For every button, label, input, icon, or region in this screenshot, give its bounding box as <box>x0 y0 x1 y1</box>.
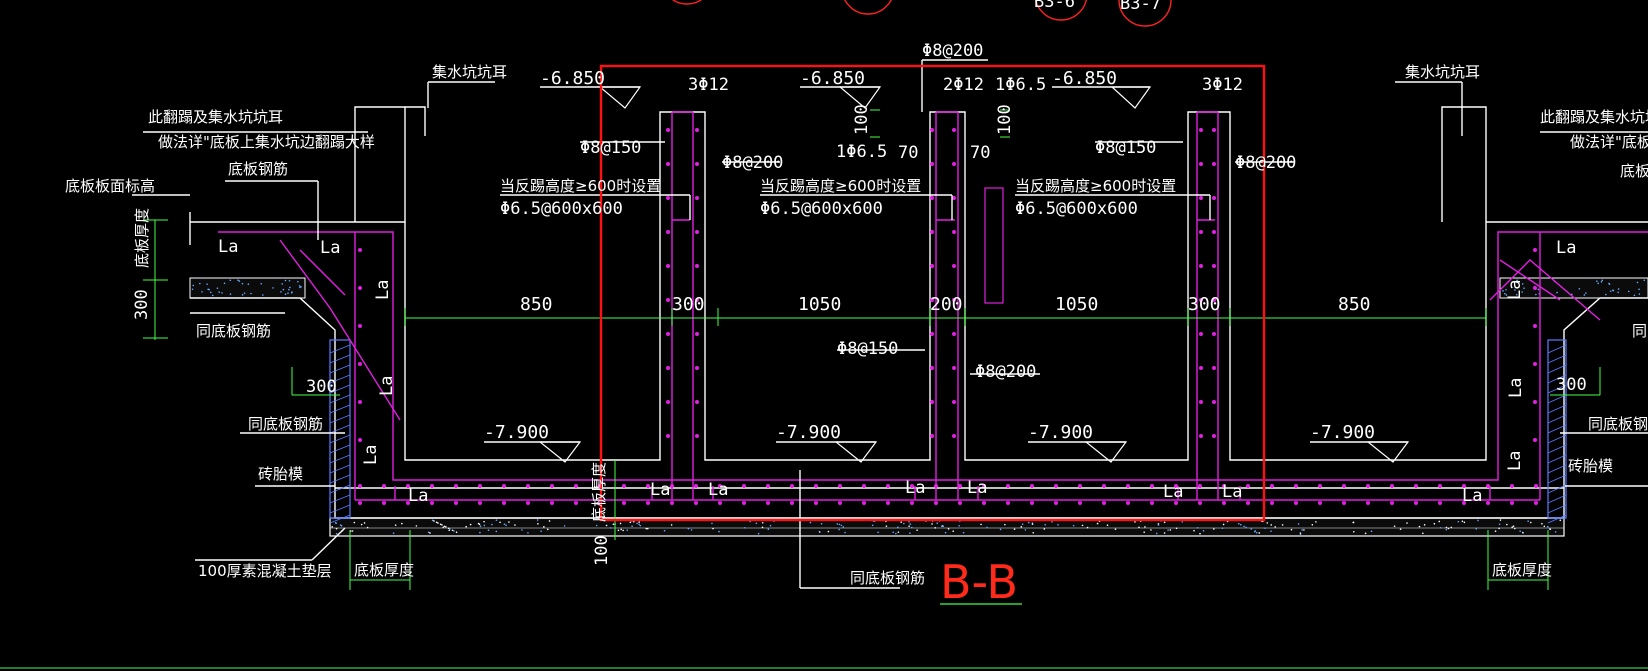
elevation-top-1: -6.850 <box>540 68 605 89</box>
brick-mould-walls <box>329 339 1567 519</box>
dimension-value: 300 <box>1188 294 1221 315</box>
la-labels: La La La La La La La La La La La La La L… <box>218 237 1576 506</box>
elevation-top-2: -6.850 <box>800 68 865 89</box>
la-label: La <box>373 280 393 300</box>
header-circles: B3-6 B3-7 <box>671 0 1172 27</box>
label-slab-top-left: 底板板面标高 <box>65 177 155 195</box>
elevation-top-3: -6.850 <box>1052 68 1117 89</box>
rebar-dots <box>358 128 1538 505</box>
label-detail2-right: 做法详"底板上集 <box>1570 133 1648 151</box>
la-label: La <box>1505 451 1525 471</box>
note-condition-3: 当反踢高度≥600时设置 <box>1015 177 1176 195</box>
rebar-label-hundred-left: 100 <box>852 104 872 135</box>
label-same-rebar-left-b: 同底板钢筋 <box>248 415 323 433</box>
la-label: La <box>1506 378 1526 398</box>
rebar-label-side-left2: Φ8@200 <box>722 153 783 173</box>
leader-lines <box>132 59 1648 589</box>
rebar-label-top-center: Φ8@200 <box>922 41 983 61</box>
rebar-label-mid-hook: 1Φ6.5 <box>836 142 887 162</box>
rebar-label-side-right2: Φ8@200 <box>1235 153 1296 173</box>
la-label: La <box>1505 280 1525 300</box>
note-spec-2: Φ6.5@600x600 <box>760 199 883 219</box>
label-cushion: 100厚素混凝土垫层 <box>198 562 332 580</box>
label-100-bottom: 100 <box>592 535 612 566</box>
rebar-label-top-left: 3Φ12 <box>688 75 729 95</box>
dimension-value: 1050 <box>798 294 841 315</box>
note-spec-1: Φ6.5@600x600 <box>500 199 623 219</box>
elevation-bottom-1: -7.900 <box>484 422 549 443</box>
dimension-value: 200 <box>930 294 963 315</box>
la-label: La <box>905 478 925 498</box>
dimension-values: 850 300 1050 200 1050 300 850 <box>520 294 1371 315</box>
label-300-vertical-left: 300 <box>132 289 152 320</box>
rebar-label-seventy-right: 70 <box>970 143 990 163</box>
dimension-value: 850 <box>520 294 553 315</box>
label-brick-right: 砖胎模 <box>1568 457 1613 475</box>
highlight-box[interactable] <box>599 64 1266 522</box>
dimension-line <box>143 109 1601 590</box>
label-300-left: 300 <box>306 377 337 397</box>
dimension-value: 850 <box>1338 294 1371 315</box>
la-label: La <box>218 237 238 257</box>
la-label: La <box>1556 238 1576 258</box>
concrete-outline <box>189 106 1648 519</box>
dimension-value: 1050 <box>1055 294 1098 315</box>
section-title: B-B <box>940 555 1018 609</box>
label-detail2-left: 做法详"底板上集水坑边翻蹋大样 <box>158 133 375 151</box>
cushion-speckles <box>191 279 1646 535</box>
rebar-label-mid-vert1: Φ8@150 <box>837 339 898 359</box>
label-same-rebar-right-b: 同底板钢筋 <box>1588 415 1648 433</box>
circle-label-2: B3-7 <box>1120 0 1161 14</box>
elevation-bottom-4: -7.900 <box>1310 422 1375 443</box>
rebar-label-top-right: 3Φ12 <box>1202 75 1243 95</box>
label-300-right: 300 <box>1556 375 1587 395</box>
label-same-rebar-left: 同底板钢筋 <box>196 322 271 340</box>
la-label: La <box>650 480 670 500</box>
label-slab-rebar-right: 底板钢 <box>1620 162 1648 180</box>
label-same-rebar-bottom: 同底板钢筋 <box>850 569 925 587</box>
label-sump-ear-right: 集水坑坑耳 <box>1405 63 1480 81</box>
note-condition-2: 当反踢高度≥600时设置 <box>760 177 921 195</box>
rebar-label-top-mid-extra: 1Φ6.5 <box>995 75 1046 95</box>
rebar-label-top-mid: 2Φ12 <box>943 75 984 95</box>
label-brick-left: 砖胎模 <box>258 465 303 483</box>
label-slab-rebar-left: 底板钢筋 <box>228 160 288 178</box>
rebar-label-side-left: Φ8@150 <box>580 138 641 158</box>
la-label: La <box>361 445 381 465</box>
label-slab-thick-vertical-bottom: 底板厚度 <box>590 462 608 522</box>
la-label: La <box>1462 486 1482 506</box>
label-slab-thick-left: 底板厚度 <box>354 561 414 579</box>
brick-hatching <box>329 344 1567 524</box>
elevation-bottom-2: -7.900 <box>776 422 841 443</box>
la-label: La <box>408 486 428 506</box>
la-label: La <box>377 376 397 396</box>
circle-label-1: B3-6 <box>1034 0 1075 12</box>
la-label: La <box>1163 482 1183 502</box>
elevation-bottom-3: -7.900 <box>1028 422 1093 443</box>
rebar-lines <box>218 111 1648 501</box>
la-label: La <box>708 480 728 500</box>
la-label: La <box>1222 482 1242 502</box>
label-detail1-right: 此翻蹋及集水坑坑耳 <box>1540 108 1648 126</box>
note-spec-3: Φ6.5@600x600 <box>1015 199 1138 219</box>
label-detail1-left: 此翻蹋及集水坑坑耳 <box>148 108 283 126</box>
la-label: La <box>967 478 987 498</box>
rebar-label-seventy-left: 70 <box>898 143 918 163</box>
label-slab-thick-vertical-left: 底板厚度 <box>133 208 151 268</box>
label-slab-thick-right: 底板厚度 <box>1492 561 1552 579</box>
dimension-value: 300 <box>672 294 705 315</box>
la-label: La <box>320 238 340 258</box>
note-condition-1: 当反踢高度≥600时设置 <box>500 177 661 195</box>
rebar-label-mid-vert2: Φ8@200 <box>975 362 1036 382</box>
rebar-label-hundred-right: 100 <box>995 104 1015 135</box>
rebar-label-side-right: Φ8@150 <box>1095 138 1156 158</box>
label-sump-ear-left: 集水坑坑耳 <box>432 63 507 81</box>
label-same-rebar-right: 同 <box>1632 322 1647 340</box>
